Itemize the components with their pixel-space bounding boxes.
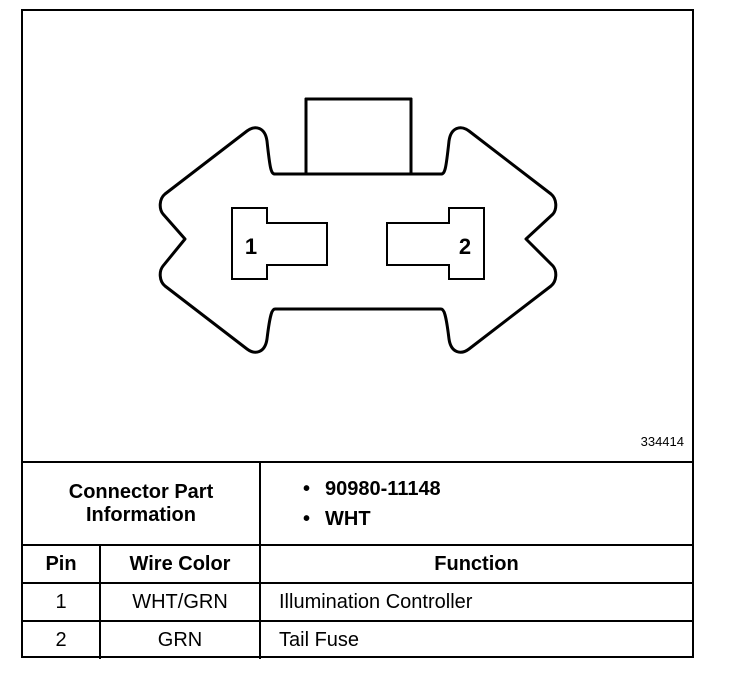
pin-column-header: Pin [23,544,101,584]
connector-lock-tab [304,97,413,176]
pin-1-label: 1 [245,234,257,259]
table-header-row: Pin Wire Color Function [23,544,692,584]
connector-part-number: 90980-11148 [303,474,692,504]
connector-part-info-list: 90980-11148 WHT [259,461,692,546]
table-row: 1 WHT/GRN Illumination Controller [23,582,692,622]
connector-diagram-frame: 1 2 334414 Connector Part Information 90… [21,9,694,659]
connector-part-info-label: Connector Part Information [23,461,261,546]
function-cell: Tail Fuse [259,620,692,659]
pin-1-cavity [231,207,328,280]
connector-color: WHT [303,504,692,534]
function-cell: Illumination Controller [259,582,692,622]
connector-info-row: Connector Part Information 90980-11148 W… [23,461,692,546]
wire-color-column-header: Wire Color [99,544,261,584]
pin-2-cavity [386,207,485,280]
figure-id-number: 334414 [640,434,684,449]
table-row: 2 GRN Tail Fuse [23,620,692,659]
function-column-header: Function [259,544,692,584]
connector-pinout-table: Connector Part Information 90980-11148 W… [23,461,692,659]
wire-color-cell: WHT/GRN [99,582,261,622]
connector-part-info-line2: Information [86,503,196,526]
connector-part-info-line1: Connector Part [68,480,214,503]
pin-cell: 1 [23,582,101,622]
pin-2-label: 2 [459,234,471,259]
pin-cell: 2 [23,620,101,659]
connector-body-outline [158,97,558,354]
wire-color-cell: GRN [99,620,261,659]
connector-face-view: 1 2 [158,97,558,354]
